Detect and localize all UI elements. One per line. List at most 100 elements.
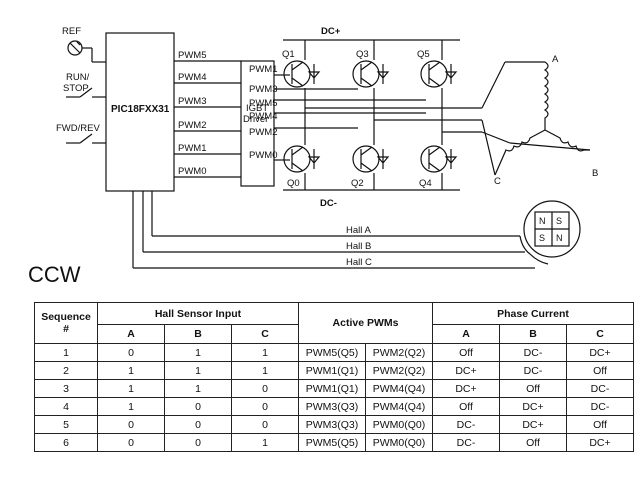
- phase-cell: Off: [432, 397, 500, 416]
- rotor-pole-label: N: [556, 233, 563, 243]
- transistor-q1-icon: [283, 60, 321, 88]
- mcu-block: [105, 32, 175, 192]
- transistor-label: Q3: [356, 49, 369, 60]
- mcu-pwm-label: PWM1: [178, 143, 207, 154]
- transistor-label: Q2: [351, 178, 364, 189]
- pwm-cell: PWM0(Q0): [365, 433, 433, 452]
- hall-c-label: Hall C: [346, 257, 372, 268]
- pwm-cell: PWM4(Q4): [365, 397, 433, 416]
- pwm-cell: PWM3(Q3): [298, 415, 366, 434]
- mcu-pwm-label: PWM3: [178, 96, 207, 107]
- rotor-pole-label: N: [539, 216, 546, 226]
- phase-cell: DC+: [566, 343, 634, 362]
- fwd-rev-switch-icon: [79, 133, 93, 144]
- input-fwd-rev-label: FWD/REV: [56, 123, 100, 134]
- rotor-pole-label: S: [539, 233, 545, 243]
- transistor-label: Q5: [417, 49, 430, 60]
- phase-current-header: Phase Current: [432, 302, 634, 325]
- direction-heading: CCW: [28, 262, 81, 287]
- dc-plus-label: DC+: [321, 26, 341, 37]
- table-row: 3 1 1 0 PWM1(Q1) PWM4(Q4) DC+ Off DC-: [34, 379, 634, 398]
- transistor-q3-icon: [352, 60, 390, 88]
- bus-pwm-label: PWM3: [249, 84, 278, 95]
- phase-col-header: C: [566, 324, 634, 344]
- input-run-label: RUN/: [66, 72, 90, 83]
- hall-b-label: Hall B: [346, 241, 371, 252]
- hall-cell: 0: [97, 343, 165, 362]
- hall-col-header: A: [97, 324, 165, 344]
- hall-cell: 1: [231, 361, 299, 380]
- hall-col-header: B: [164, 324, 232, 344]
- pwm-cell: PWM2(Q2): [365, 343, 433, 362]
- sequence-header: Sequence#: [34, 302, 98, 344]
- hall-cell: 1: [97, 361, 165, 380]
- table-row: 5 0 0 0 PWM3(Q3) PWM0(Q0) DC- DC+ Off: [34, 415, 634, 434]
- pwm-cell: PWM5(Q5): [298, 343, 366, 362]
- phase-cell: DC+: [499, 415, 567, 434]
- table-row: 6 0 0 1 PWM5(Q5) PWM0(Q0) DC- Off DC+: [34, 433, 634, 452]
- rotor-pole-label: S: [556, 216, 562, 226]
- seq-cell: 5: [34, 415, 98, 434]
- mcu-pwm-label: PWM2: [178, 120, 207, 131]
- mcu-pwm-label: PWM4: [178, 72, 207, 83]
- driver-label-line1: IGBT: [246, 103, 268, 114]
- igbt-driver-block: [240, 60, 275, 187]
- input-stop-label: STOP: [63, 83, 89, 94]
- input-ref-label: REF: [62, 26, 81, 37]
- phase-cell: DC-: [499, 343, 567, 362]
- hall-cell: 0: [164, 433, 232, 452]
- pwm-cell: PWM1(Q1): [298, 361, 366, 380]
- transistor-label: Q1: [282, 49, 295, 60]
- pwm-cell: PWM3(Q3): [298, 397, 366, 416]
- phase-cell: DC-: [432, 415, 500, 434]
- hall-cell: 0: [231, 397, 299, 416]
- phase-col-header: B: [499, 324, 567, 344]
- hall-cell: 1: [97, 397, 165, 416]
- phase-cell: DC-: [566, 379, 634, 398]
- hall-cell: 1: [164, 379, 232, 398]
- driver-label-line2: Driver: [243, 114, 268, 125]
- hall-cell: 0: [97, 415, 165, 434]
- phase-cell: DC+: [499, 397, 567, 416]
- hall-cell: 0: [164, 397, 232, 416]
- hall-cell: 1: [164, 343, 232, 362]
- active-pwms-header: Active PWMs: [298, 302, 433, 344]
- bus-pwm-label: PWM2: [249, 127, 278, 138]
- pwm-cell: PWM5(Q5): [298, 433, 366, 452]
- hall-cell: 1: [231, 343, 299, 362]
- transistor-q0-icon: [283, 145, 321, 173]
- seq-cell: 6: [34, 433, 98, 452]
- motor-windings-icon: [494, 61, 590, 176]
- pwm-cell: PWM1(Q1): [298, 379, 366, 398]
- table-row: 1 0 1 1 PWM5(Q5) PWM2(Q2) Off DC- DC+: [34, 343, 634, 362]
- transistor-q2-icon: [352, 145, 390, 173]
- seq-cell: 1: [34, 343, 98, 362]
- bus-pwm-label: PWM4: [249, 111, 278, 122]
- phase-cell: Off: [499, 433, 567, 452]
- seq-cell: 3: [34, 379, 98, 398]
- phase-cell: Off: [566, 361, 634, 380]
- phase-cell: DC-: [566, 397, 634, 416]
- phase-col-header: A: [432, 324, 500, 344]
- dc-minus-label: DC-: [320, 198, 337, 209]
- transistor-label: Q0: [287, 178, 300, 189]
- hall-cell: 1: [97, 379, 165, 398]
- hall-sensor-header: Hall Sensor Input: [97, 302, 299, 325]
- hall-cell: 0: [164, 415, 232, 434]
- hall-a-label: Hall A: [346, 225, 371, 236]
- hall-cell: 0: [97, 433, 165, 452]
- phase-b-label: B: [592, 168, 598, 179]
- bus-pwm-label: PWM1: [249, 64, 278, 75]
- bus-pwm-label: PWM5: [249, 98, 278, 109]
- phase-a-label: A: [552, 54, 559, 65]
- pwm-cell: PWM2(Q2): [365, 361, 433, 380]
- hall-cell: 1: [231, 433, 299, 452]
- hall-cell: 0: [231, 379, 299, 398]
- transistor-q4-icon: [420, 145, 458, 173]
- pwm-cell: PWM0(Q0): [365, 415, 433, 434]
- pwm-cell: PWM4(Q4): [365, 379, 433, 398]
- commutation-table: Sequence# Hall Sensor Input Active PWMs …: [34, 302, 634, 452]
- hall-col-header: C: [231, 324, 299, 344]
- phase-cell: DC-: [499, 361, 567, 380]
- motor-drive-schematic: REF RUN/ STOP FWD/REV PIC18FXX31 IGBT Dr…: [56, 26, 598, 269]
